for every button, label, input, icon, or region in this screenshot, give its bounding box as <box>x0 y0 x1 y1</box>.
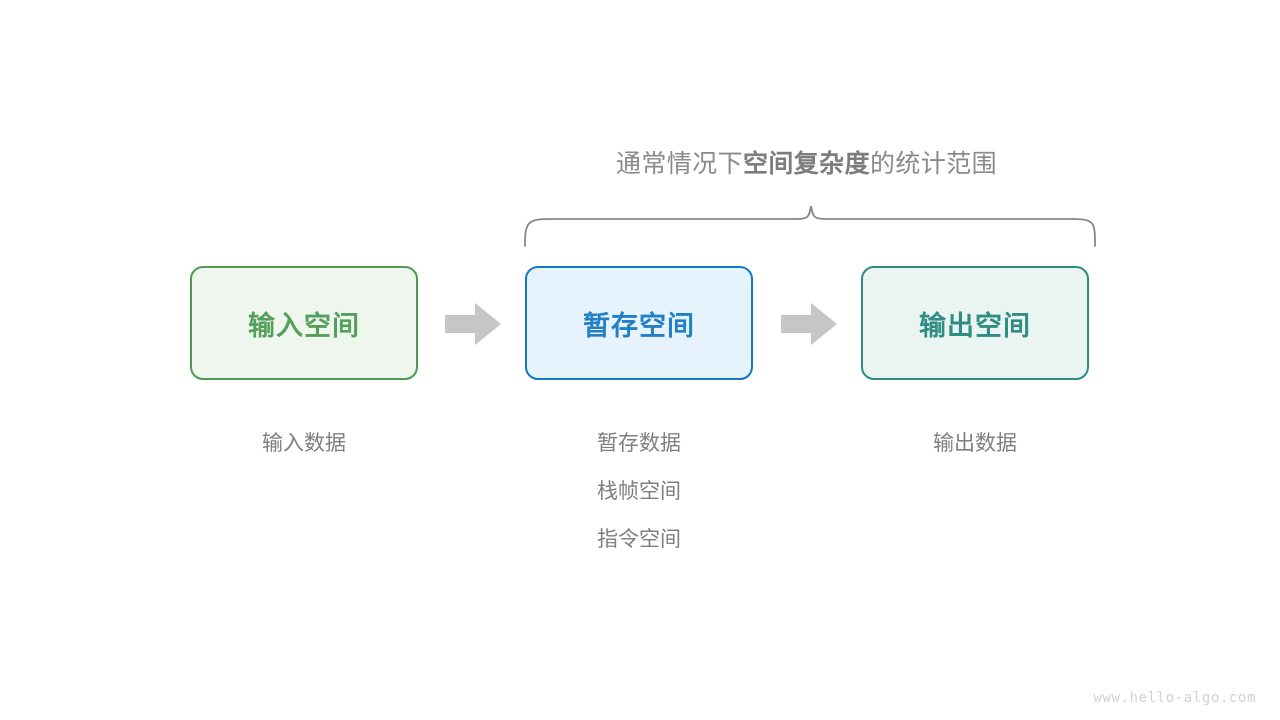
box-output-space-title: 输出空间 <box>919 310 1031 341</box>
label-column-output: 输出数据 <box>861 420 1089 468</box>
label-stack-frame-space: 栈帧空间 <box>597 480 681 503</box>
caption-segment-emphasis: 空间复杂度 <box>742 150 870 178</box>
label-output-data: 输出数据 <box>933 432 1017 455</box>
label-instruction-space: 指令空间 <box>597 528 681 551</box>
caption-segment-1: 通常情况下 <box>615 150 743 178</box>
label-column-input: 输入数据 <box>190 420 418 468</box>
caption-segment-3: 的统计范围 <box>870 150 998 178</box>
curly-brace-icon <box>524 205 1096 247</box>
box-output-space[interactable]: 输出空间 <box>861 266 1089 380</box>
box-input-space-title: 输入空间 <box>248 310 360 341</box>
box-temp-space[interactable]: 暂存空间 <box>525 266 753 380</box>
label-input-data: 输入数据 <box>262 432 346 455</box>
watermark: www.hello-algo.com <box>1093 690 1256 706</box>
scope-caption: 通常情况下空间复杂度的统计范围 <box>523 148 1090 180</box>
box-input-space[interactable]: 输入空间 <box>190 266 418 380</box>
label-column-temp: 暂存数据 栈帧空间 指令空间 <box>525 420 753 564</box>
label-temp-data: 暂存数据 <box>597 432 681 455</box>
box-temp-space-title: 暂存空间 <box>583 310 695 341</box>
right-arrow-icon-1 <box>445 303 501 345</box>
right-arrow-icon-2 <box>781 303 837 345</box>
